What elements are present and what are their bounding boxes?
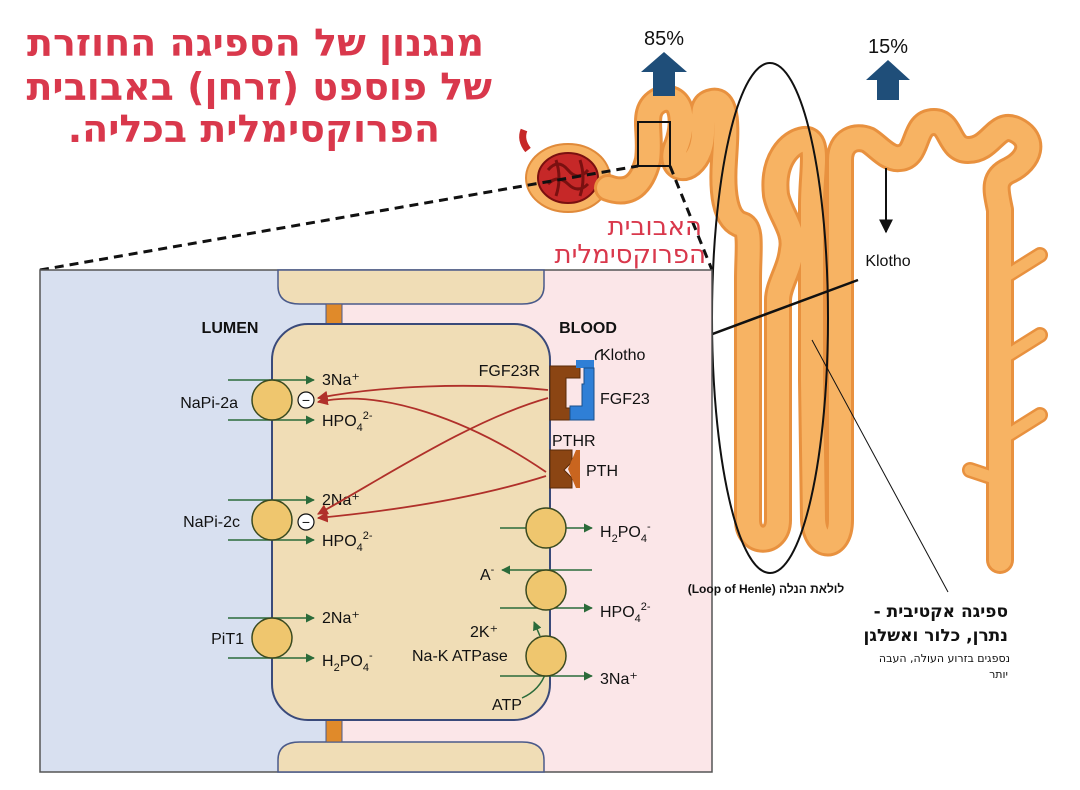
h2po4-exit-label: H2PO4- [600, 521, 651, 545]
percent-85: 85% [644, 28, 684, 50]
nephron-illustration: 85% 15% Klotho [39, 28, 1048, 593]
pth-label: PTH [586, 463, 618, 480]
inhibit-symbol: − [302, 392, 310, 408]
loop-pointer-line [811, 339, 949, 593]
pth-receptor-complex [549, 449, 580, 489]
klotho-cell-label: Klotho [600, 347, 645, 364]
blood-label: BLOOD [559, 320, 617, 337]
transporter-napi-2c: − NaPi-2c 2Na⁺ HPO42- [183, 492, 373, 554]
h2po4-exit-channel [525, 507, 567, 549]
fgf23-label: FGF23 [600, 391, 650, 408]
active-absorption-line-3: נספגים בזרוע העולה, העבה [878, 652, 1010, 665]
k-label: 2K⁺ [470, 624, 498, 641]
klotho-nephron-label: Klotho [865, 253, 910, 270]
atpase-channel [525, 635, 567, 677]
napi-2a-na: 3Na⁺ [322, 372, 360, 389]
pit1-channel [251, 617, 293, 659]
title-line-3: הפרוקסימלית בכליה. [67, 107, 440, 151]
napi-2a-label: NaPi-2a [180, 395, 238, 412]
nak-label: Na-K ATPase [412, 648, 508, 665]
transporter-pit1: PiT1 2Na⁺ H2PO4- [211, 610, 373, 674]
tubule [594, 84, 1048, 574]
klotho-protein [576, 360, 594, 368]
loop-of-henle-label: לולאת הנלה (Loop of Henle) [688, 582, 845, 596]
napi-2a-phosphate: HPO42- [322, 410, 373, 434]
percent-15: 15% [868, 36, 908, 58]
afferent-arteriole [519, 128, 531, 153]
inhibition-arrows [316, 384, 549, 523]
inhibit-icon [297, 513, 315, 531]
pth-ligand [568, 450, 580, 488]
title-line-2: של פוספט (זרחן) באבובית [26, 65, 492, 109]
fgf23r-receptor [549, 365, 581, 421]
pit1-na: 2Na⁺ [322, 610, 360, 627]
proximal-tubule-label-1: האבובית [607, 212, 702, 242]
atp-label: ATP [492, 697, 522, 714]
neighbor-cell-bottom [277, 741, 545, 773]
napi-2c-phosphate: HPO42- [322, 530, 373, 554]
proximal-tubule-label-2: הפרוקסימלית [554, 240, 706, 270]
transporter-napi-2a: − NaPi-2a 3Na⁺ HPO42- [180, 372, 373, 434]
cell-panel: LUMEN BLOOD − NaPi-2a 3Na⁺ HPO42- − NaPi… [39, 269, 713, 773]
lumen-label: LUMEN [202, 320, 259, 337]
zoom-line-right [668, 165, 714, 271]
tight-junction-top [325, 303, 343, 325]
napi-2c-label: NaPi-2c [183, 514, 240, 531]
anion-label: A- [480, 564, 495, 584]
neighbor-cell-top [277, 269, 545, 305]
na-k-atpase: 2K⁺ Na-K ATPase ATP 3Na⁺ [412, 621, 638, 714]
zoom-line-left [39, 164, 639, 272]
title-line-1: מנגנון של הספיגה החוזרת [26, 21, 484, 65]
pthr-label: PTHR [552, 433, 596, 450]
arrow-up-85-icon [641, 52, 687, 96]
fgf23-receptor-complex [549, 349, 603, 421]
glomerulus [537, 152, 599, 204]
tight-junction-bottom [325, 719, 343, 743]
glomerulus-capillaries [546, 159, 590, 197]
pthr-receptor [549, 449, 573, 489]
na-out-label: 3Na⁺ [600, 671, 638, 688]
klotho-hook [594, 349, 603, 361]
hpo4-exit-label: HPO42- [600, 601, 651, 625]
arrow-up-15-icon [866, 60, 910, 100]
zoom-box [637, 121, 671, 167]
fgf23r-label: FGF23R [479, 363, 540, 380]
basolateral-h2po4-channel: H2PO4- [500, 507, 651, 549]
pit1-label: PiT1 [211, 631, 244, 648]
inhibit-symbol: − [302, 514, 310, 530]
exchanger-channel [525, 569, 567, 611]
active-absorption-line-4: יותר [989, 668, 1008, 681]
fgf23-ligand [569, 367, 595, 421]
inhibit-icon [297, 391, 315, 409]
napi-2a-channel [251, 379, 293, 421]
pit1-phosphate: H2PO4- [322, 650, 373, 674]
napi-2c-channel [251, 499, 293, 541]
active-absorption-line-1: ספיגה אקטיבית - [873, 602, 1008, 622]
active-absorption-line-2: נתרן, כלור ואשלגן [863, 626, 1008, 646]
anion-exchanger: A- HPO42- [480, 564, 651, 625]
